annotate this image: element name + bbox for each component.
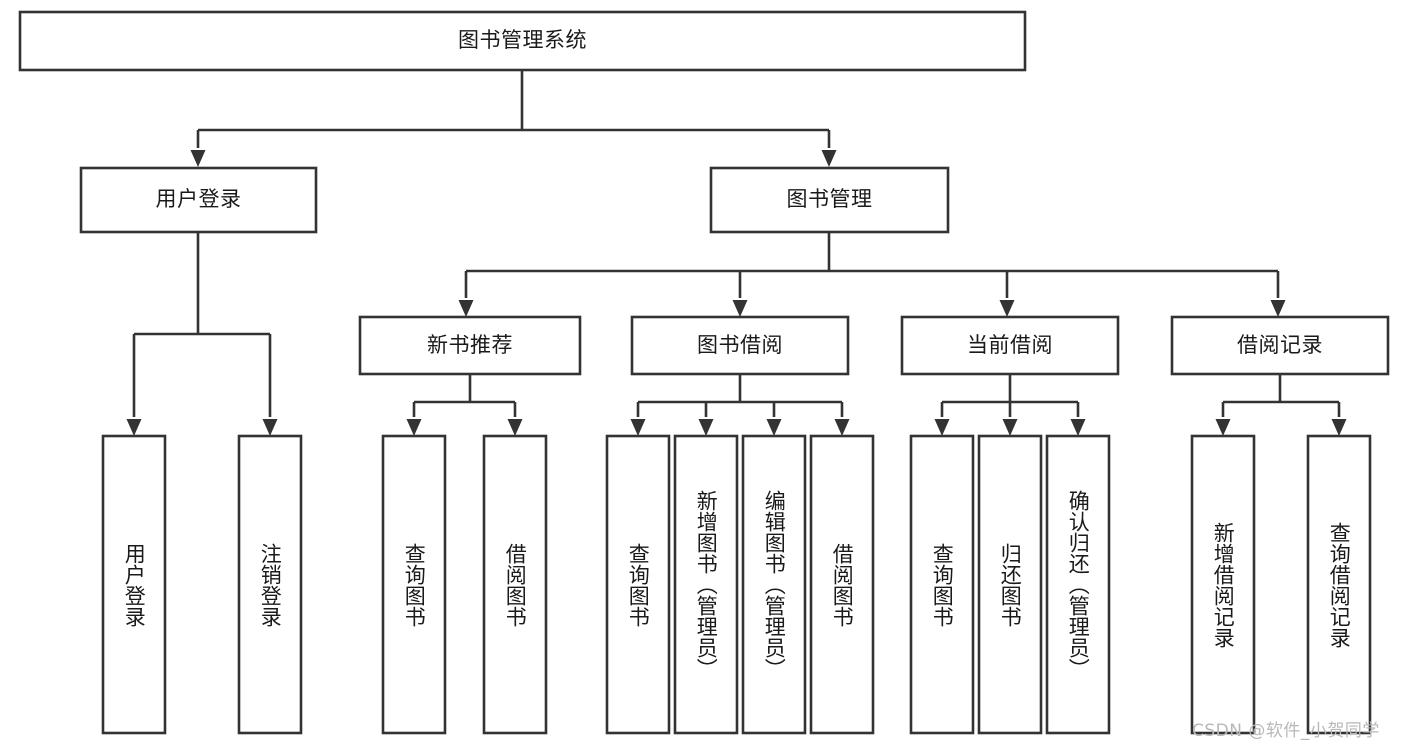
node-book-manage[interactable] [709,166,950,234]
leaf-box-logout[interactable] [237,434,303,735]
node-new-book-recommend[interactable] [358,315,582,376]
leaf-box-add-book[interactable] [673,434,739,735]
leaf-box-confirm-return[interactable] [1045,434,1111,735]
connector-newbook-to-leaves [406,374,523,436]
leaf-box-add-record[interactable] [1190,434,1256,735]
leaf-box-query-book-a[interactable] [381,434,447,735]
node-borrow-record[interactable] [1170,315,1390,376]
leaf-box-borrow-book-b[interactable] [809,434,875,735]
node-root[interactable] [18,10,1027,72]
leaf-box-query-book-c[interactable] [909,434,975,735]
connector-root-to-level2 [190,70,837,167]
node-user-login[interactable] [79,166,318,234]
leaf-box-return-book[interactable] [977,434,1043,735]
csdn-watermark: CSDN @软件_小贺同学 [1192,721,1380,741]
leaf-box-query-book-b[interactable] [605,434,671,735]
connector-currentborrow-to-leaves [934,374,1086,436]
node-book-borrow[interactable] [630,315,850,376]
leaf-box-edit-book[interactable] [741,434,807,735]
connector-bookborrow-to-leaves [630,374,850,436]
connector-userlogin-to-leaves [126,232,278,436]
leaf-box-query-record[interactable] [1306,434,1372,735]
connector-bookmanage-to-level3 [458,232,1286,317]
connector-borrowrecord-to-leaves [1215,374,1347,436]
node-current-borrow[interactable] [900,315,1120,376]
leaf-box-user-login[interactable] [101,434,167,735]
leaf-box-borrow-book-a[interactable] [482,434,548,735]
